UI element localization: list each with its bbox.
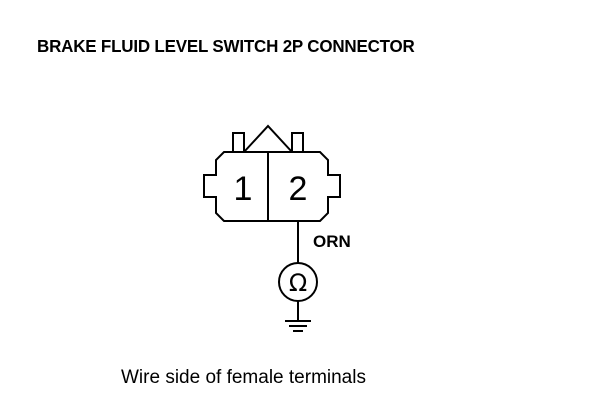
connector-housing [203,151,341,222]
wire-color-label: ORN [313,232,351,251]
ohmmeter-icon: Ω [278,262,318,302]
connector-latch [232,124,304,153]
connector-2p [203,124,341,222]
terminal-1-label: 1 [234,170,253,208]
ohm-symbol: Ω [289,269,307,297]
diagram-title: BRAKE FLUID LEVEL SWITCH 2P CONNECTOR [37,36,415,56]
ground-icon [285,320,311,332]
diagram-caption: Wire side of female terminals [121,367,366,388]
terminal-2-label: 2 [289,170,308,208]
